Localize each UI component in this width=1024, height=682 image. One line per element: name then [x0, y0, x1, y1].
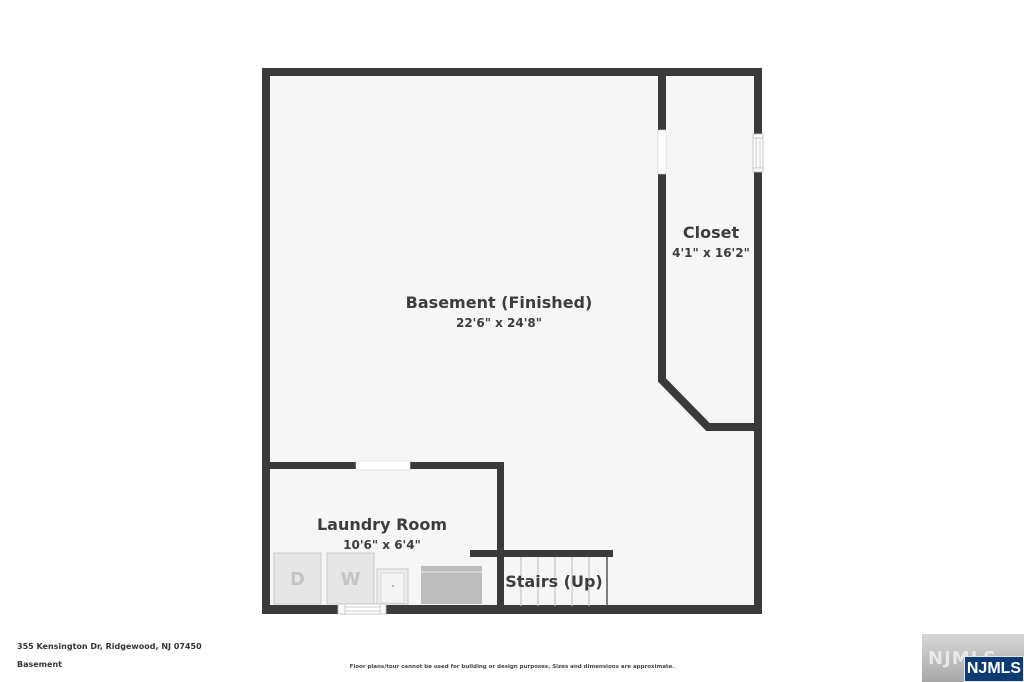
- room-name: Closet: [683, 223, 740, 242]
- floor-plan: D W Basement (Finished) 22'6" x 24'8" Cl…: [262, 68, 764, 615]
- room-laundry: Laundry Room 10'6" x 6'4": [317, 515, 447, 552]
- utility-sink: [376, 568, 409, 605]
- dryer-label: D: [290, 569, 305, 590]
- dryer: D: [273, 552, 322, 605]
- laundry-doorway: [355, 460, 411, 471]
- room-name: Laundry Room: [317, 515, 447, 534]
- room-dimensions: 10'6" x 6'4": [343, 538, 421, 552]
- room-basement: Basement (Finished) 22'6" x 24'8": [406, 293, 593, 330]
- disclaimer: Floor plans/tour cannot be used for buil…: [349, 664, 675, 670]
- room-name: Basement (Finished): [406, 293, 593, 312]
- counter: [421, 566, 482, 604]
- room-dimensions: 4'1" x 16'2": [672, 246, 750, 260]
- room-name: Stairs (Up): [505, 572, 603, 591]
- room-stairs: Stairs (Up): [505, 572, 603, 591]
- window-closet: [752, 133, 764, 173]
- floor-area: [267, 73, 757, 610]
- closet-walls: [658, 72, 758, 431]
- stairs: [470, 550, 613, 606]
- window-laundry: [337, 603, 387, 615]
- property-address: 355 Kensington Dr, Ridgewood, NJ 07450: [17, 642, 202, 651]
- exterior-walls: [262, 68, 762, 614]
- room-closet: Closet 4'1" x 16'2": [672, 223, 750, 260]
- room-dimensions: 22'6" x 24'8": [456, 316, 542, 330]
- logo-badge: NJMLS: [964, 656, 1024, 682]
- washer-label: W: [341, 569, 361, 590]
- washer: W: [326, 552, 375, 605]
- closet-doorway: [657, 129, 667, 175]
- floor-level-label: Basement: [17, 660, 62, 669]
- njmls-logo: NJMLS NJMLS: [922, 634, 1024, 682]
